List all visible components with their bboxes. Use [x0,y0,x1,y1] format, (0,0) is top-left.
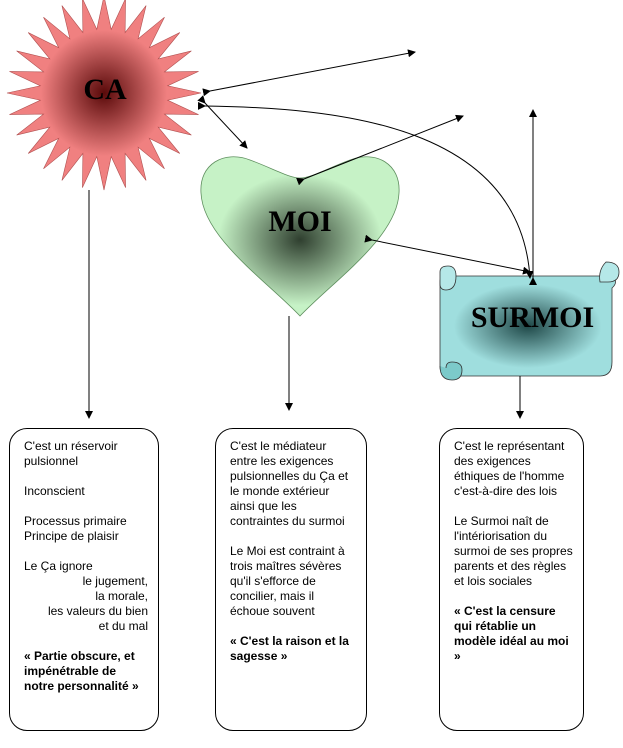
ca-text-3: Processus primaire Principe de plaisir [24,514,148,544]
arrow-moi-surmoi [364,234,531,275]
ca-text-2: Inconscient [24,484,85,498]
arrow-moi-up [296,114,464,186]
ca-description-box: C'est un réservoir pulsionnel Inconscien… [9,428,159,731]
surmoi-description-box: C'est le représentant des exigences éthi… [439,428,584,731]
ca-text-4: Le Ça ignore le jugement, la morale, les… [24,559,148,634]
ca-text-4-line-4: et du mal [98,619,148,633]
arrow-ca-up [202,49,416,97]
moi-quote: « C'est la raison et la sagesse » [230,634,349,663]
ca-text-3a: Processus primaire [24,514,127,528]
ca-text-4-head: Le Ça ignore [24,559,93,573]
ca-text-4-line-3: les valeurs du bien [47,604,148,618]
surmoi-text-2: Le Surmoi naît de l'intériorisation du s… [454,514,573,588]
ca-text-3b: Principe de plaisir [24,529,119,543]
ca-quote: « Partie obscure, et impénétrable de not… [24,649,139,693]
surmoi-text-1: C'est le représentant des exigences éthi… [454,439,565,498]
ca-text-4-line-2: la morale, [95,589,148,603]
arrow-ca-moi [197,95,248,149]
surmoi-quote: « C'est la censure qui rétablie un modèl… [454,604,569,663]
moi-description-box: C'est le médiateur entre les exigences p… [215,428,367,731]
surmoi-label: SURMOI [470,301,595,334]
ca-starburst [6,0,202,191]
ca-text-1: C'est un réservoir pulsionnel [24,439,118,468]
moi-text-1: C'est le médiateur entre les exigences p… [230,439,349,528]
moi-label: MOI [268,205,332,238]
moi-text-2: Le Moi est contraint à trois maîtres sév… [230,544,345,618]
ca-label: CA [83,73,127,106]
ca-text-4-line-1: le jugement, [82,574,148,588]
